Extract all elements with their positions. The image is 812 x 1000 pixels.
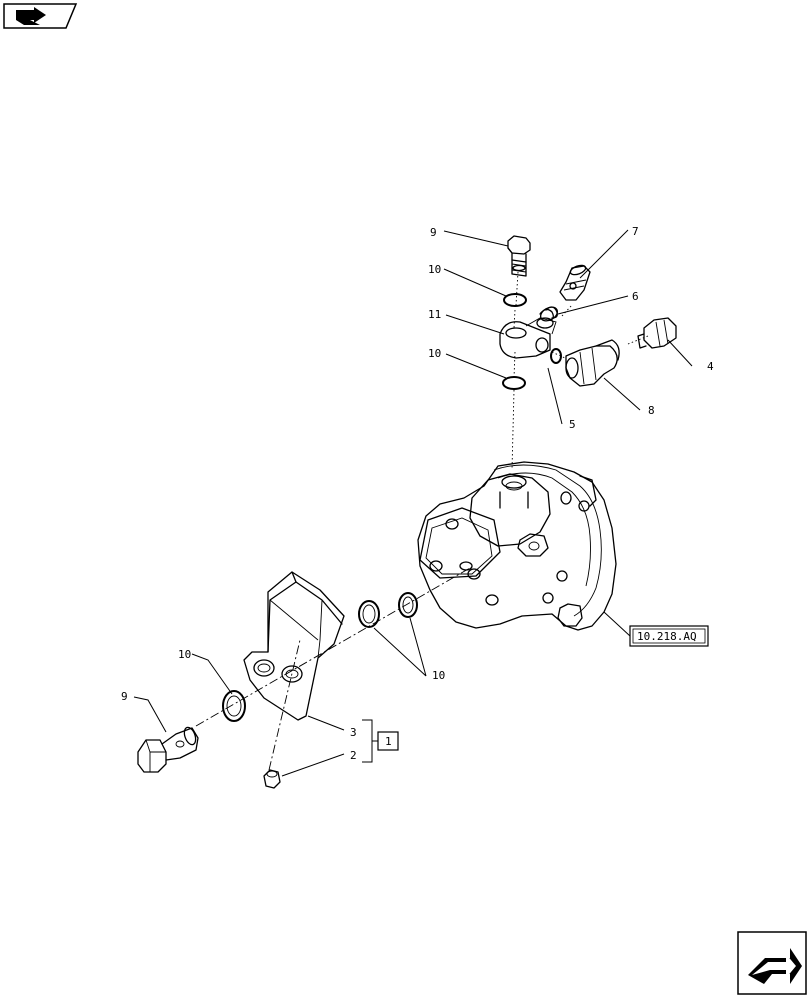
callout-10-pair: 10 (432, 669, 445, 682)
leader-lines (133, 229, 693, 777)
previous-page-arrow-icon[interactable] (3, 3, 78, 29)
plug (263, 769, 281, 789)
washer-middle (502, 376, 526, 390)
group-bracket (362, 719, 399, 763)
seal-ring (550, 348, 562, 364)
banjo-bolt-left (137, 726, 199, 773)
callout-10-top: 10 (428, 263, 441, 276)
callout-4: 4 (707, 360, 714, 373)
next-page-arrow-icon[interactable] (737, 931, 807, 995)
banjo-fitting (499, 317, 557, 359)
section-reference[interactable] (629, 625, 709, 647)
callout-7: 7 (632, 225, 639, 238)
callout-8: 8 (648, 404, 655, 417)
check-valve (559, 264, 591, 301)
adapter-fitting (637, 317, 677, 349)
callout-6: 6 (632, 290, 639, 303)
washer-pair-2 (398, 592, 418, 618)
callout-labels: 9 10 11 10 7 6 4 5 8 10 9 10 3 2 1 10.21… (121, 225, 714, 762)
banjo-bolt-top (507, 235, 531, 277)
center-lines (195, 271, 649, 771)
group-reference-1: 1 (385, 735, 392, 748)
pump-body (417, 461, 617, 631)
callout-9-top: 9 (430, 226, 437, 239)
spring (539, 306, 559, 322)
callout-5: 5 (569, 418, 576, 431)
callout-9-left: 9 (121, 690, 128, 703)
section-reference-label[interactable]: 10.218.AQ (637, 630, 697, 643)
elbow-fitting (565, 339, 620, 387)
callout-2: 2 (350, 749, 357, 762)
callout-3: 3 (350, 726, 357, 739)
washer-pair-1 (358, 600, 380, 628)
callout-11: 11 (428, 308, 441, 321)
washer-left (222, 690, 246, 722)
callout-10-mid: 10 (428, 347, 441, 360)
mounting-bracket (243, 571, 345, 721)
callout-10-left: 10 (178, 648, 191, 661)
washer-top (503, 293, 527, 307)
